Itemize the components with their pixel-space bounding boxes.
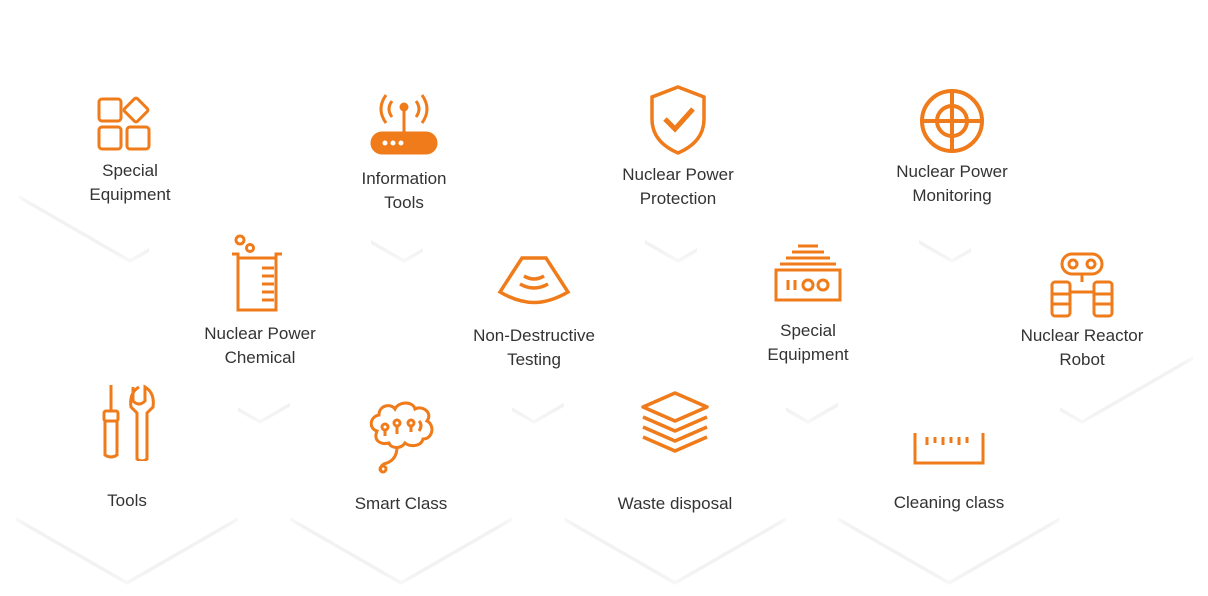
beaker-icon xyxy=(220,234,300,314)
tile-label: Tools xyxy=(107,491,147,510)
brain-icon xyxy=(361,397,441,477)
tile-waste-disposal[interactable]: Waste disposal xyxy=(564,325,786,585)
layers-stack-icon xyxy=(635,385,715,465)
ultrasound-probe-icon xyxy=(494,244,574,324)
tile-label: Cleaning class xyxy=(893,493,1005,512)
apps-grid-icon xyxy=(90,85,170,165)
tile-tools[interactable]: Tools xyxy=(16,325,238,585)
router-antenna-icon xyxy=(364,83,444,163)
tile-cleaning-class[interactable]: Cleaning class xyxy=(838,325,1060,585)
robot-icon xyxy=(1042,244,1122,324)
crosshair-target-icon xyxy=(912,83,992,163)
shield-check-icon xyxy=(638,81,718,161)
tile-label: Waste disposal xyxy=(617,494,733,513)
screwdriver-wrench-icon xyxy=(87,381,167,461)
tile-label: Smart Class xyxy=(354,494,448,513)
ruler-tray-icon xyxy=(909,407,989,487)
control-device-icon xyxy=(768,236,848,316)
tile-smart-class[interactable]: Smart Class xyxy=(290,325,512,585)
